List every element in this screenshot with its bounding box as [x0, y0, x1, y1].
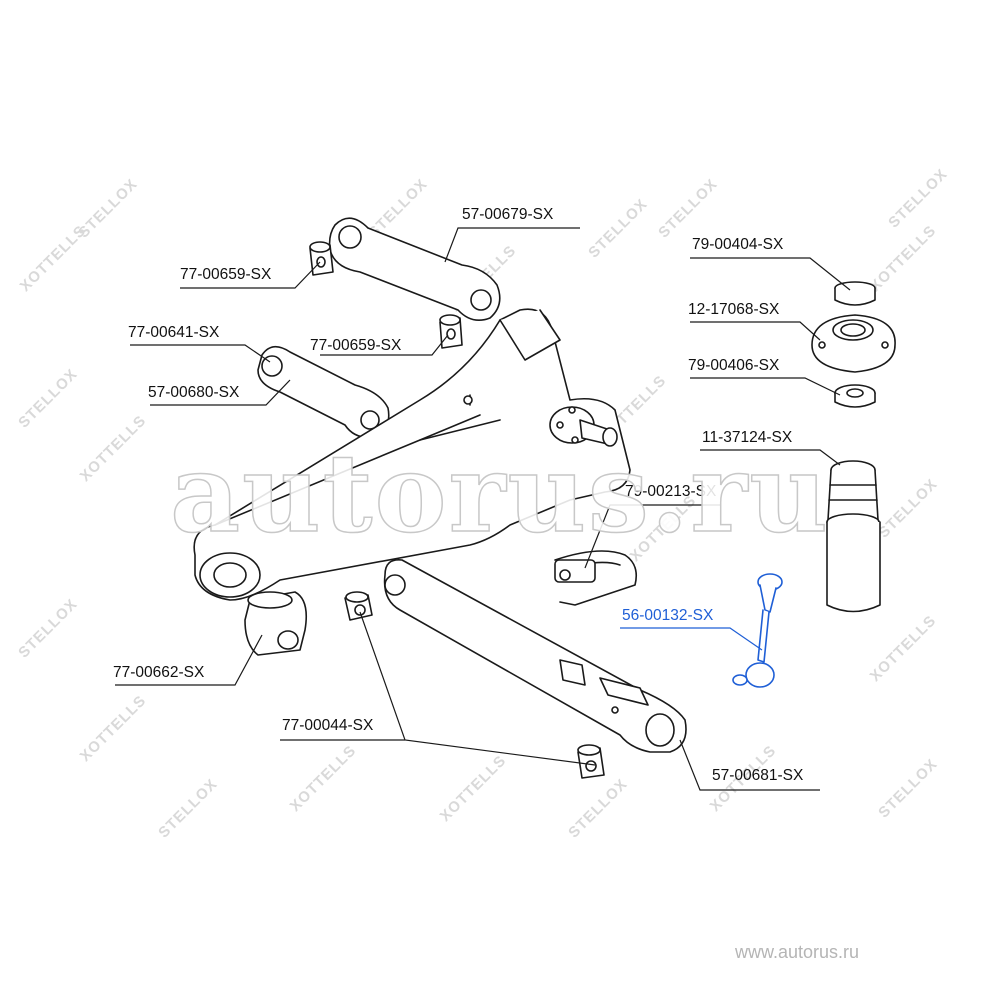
strut-mount-12-17068 — [811, 314, 896, 373]
part-label-77-00659-a[interactable]: 77-00659-SX — [180, 266, 272, 283]
leader-lines — [115, 227, 851, 791]
washer-79-00404 — [834, 281, 876, 306]
part-label-77-00641[interactable]: 77-00641-SX — [128, 324, 220, 341]
bushing-77-00044-b — [577, 744, 605, 779]
leader-line-highlight — [620, 627, 763, 651]
part-label-79-00213[interactable]: 79-00213-SX — [625, 483, 717, 500]
center-watermark: autorus.ru — [169, 431, 830, 557]
part-label-57-00680[interactable]: 57-00680-SX — [148, 384, 240, 401]
part-label-77-00662[interactable]: 77-00662-SX — [113, 664, 205, 681]
footer-url[interactable]: www.autorus.ru — [735, 942, 860, 962]
part-label-77-00044[interactable]: 77-00044-SX — [282, 717, 374, 734]
trailing-arm-body — [193, 308, 631, 601]
part-label-79-00406[interactable]: 79-00406-SX — [688, 357, 780, 374]
upper-arm-57-00679 — [328, 217, 501, 321]
bushing-77-00044-a — [344, 591, 373, 621]
part-label-57-00679[interactable]: 57-00679-SX — [462, 206, 554, 223]
bushing-77-00659-a — [309, 241, 334, 276]
washer-79-00406 — [834, 384, 876, 408]
stabilizer-bar — [554, 550, 638, 606]
bump-stop-11-37124 — [826, 460, 881, 613]
lower-control-arm-57-00681 — [383, 558, 687, 753]
part-label-57-00681[interactable]: 57-00681-SX — [712, 767, 804, 784]
stabilizer-link-56-00132 — [732, 573, 783, 688]
part-label-12-17068[interactable]: 12-17068-SX — [688, 301, 780, 318]
part-label-56-00132[interactable]: 56-00132-SX — [622, 607, 714, 624]
wheel-hub — [549, 406, 618, 447]
bushing-77-00662 — [244, 591, 308, 656]
part-label-79-00404[interactable]: 79-00404-SX — [692, 236, 784, 253]
part-label-77-00659-b[interactable]: 77-00659-SX — [310, 337, 402, 354]
part-label-11-37124[interactable]: 11-37124-SX — [702, 429, 793, 446]
bushing-77-00659-b — [439, 314, 463, 349]
